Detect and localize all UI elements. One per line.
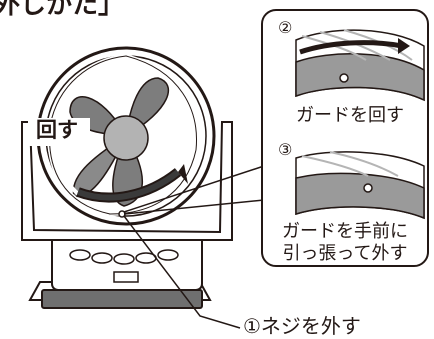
step2-guard-illustration bbox=[295, 29, 425, 102]
guard-ring-icon bbox=[339, 73, 349, 83]
fan-base bbox=[28, 231, 212, 309]
step3-caption-line1: ガードを手前に bbox=[282, 221, 408, 242]
step3-number: ③ bbox=[278, 140, 293, 159]
step2-caption: ガードを回す bbox=[296, 105, 404, 126]
control-buttons bbox=[69, 249, 179, 283]
heading-partial: 外しかた」 bbox=[0, 0, 125, 20]
step3-caption-line2: 引っ張って外す bbox=[282, 242, 408, 264]
fan-hub bbox=[103, 115, 149, 161]
step3-caption: ガードを手前に 引っ張って外す bbox=[282, 221, 408, 264]
step1-caption: ①ネジを外す bbox=[243, 314, 361, 338]
fan-stand-arms bbox=[21, 121, 233, 241]
step2-number: ② bbox=[278, 18, 293, 37]
instruction-panel bbox=[261, 9, 429, 267]
leader-lines bbox=[123, 165, 265, 329]
rotate-label-box bbox=[28, 118, 90, 146]
fan-head bbox=[36, 46, 216, 226]
rotate-label: 回す bbox=[36, 118, 78, 142]
step3-guard-illustration bbox=[295, 151, 425, 220]
